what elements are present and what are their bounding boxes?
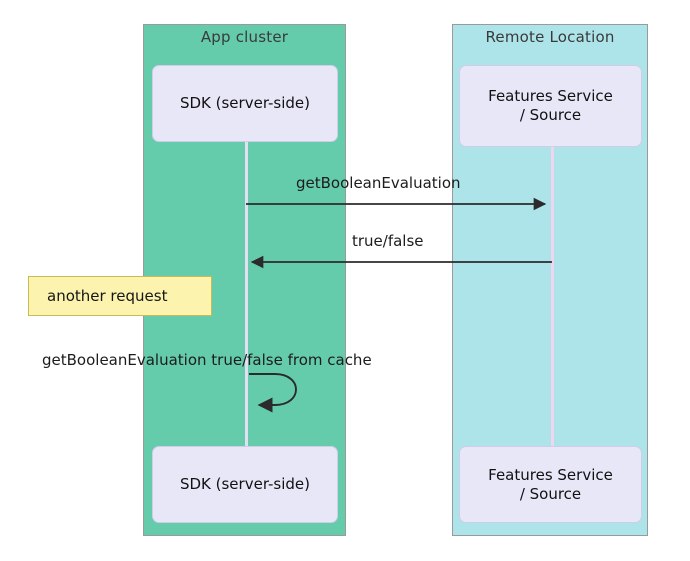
participant-features-service-top[interactable]: Features Service / Source xyxy=(459,65,642,147)
lifeline-features-service xyxy=(551,141,554,447)
lifeline-sdk xyxy=(245,141,248,447)
participant-label-line-2: / Source xyxy=(519,106,582,124)
group-title-remote-location: Remote Location xyxy=(485,28,615,46)
participant-features-service-bottom[interactable]: Features Service / Source xyxy=(459,446,642,523)
message-label-get-boolean-evaluation: getBooleanEvaluation xyxy=(296,174,461,192)
participant-label-line-2: / Source xyxy=(519,484,582,503)
participant-sdk-bottom[interactable]: SDK (server-side) xyxy=(152,446,338,523)
group-title-app-cluster: App cluster xyxy=(200,28,289,46)
participant-label-line-1: Features Service xyxy=(488,87,613,106)
participant-label-line-1: Features Service xyxy=(488,465,613,484)
participant-label-lines: Features Service / Source xyxy=(488,87,613,125)
message-label-self-cache: getBooleanEvaluation true/false from cac… xyxy=(42,351,372,369)
message-label-true-false: true/false xyxy=(352,232,424,250)
participant-sdk-top[interactable]: SDK (server-side) xyxy=(152,65,338,142)
note-another-request[interactable]: another request xyxy=(28,276,212,316)
participant-label-lines: Features Service / Source xyxy=(488,466,613,504)
